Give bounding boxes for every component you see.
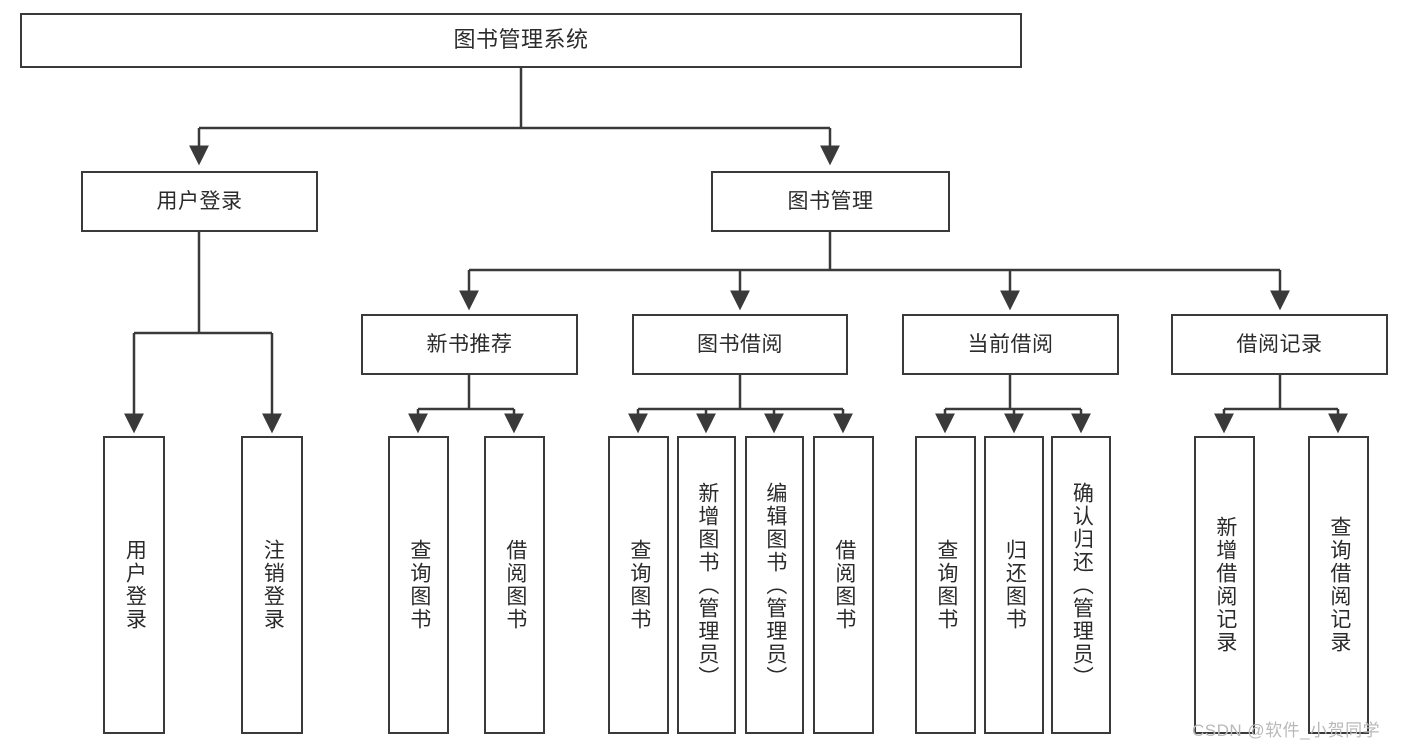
node-label: 图书管理 bbox=[787, 189, 874, 213]
node-label: 编辑图书（管理员） bbox=[763, 481, 787, 689]
node-leaf-borrow-book-1[interactable]: 借阅图书 bbox=[484, 436, 545, 734]
node-leaf-query-book-2[interactable]: 查询图书 bbox=[608, 436, 669, 734]
node-leaf-borrow-book-2[interactable]: 借阅图书 bbox=[813, 436, 874, 734]
node-label: 查询图书 bbox=[407, 539, 431, 631]
node-leaf-add-borrow-record[interactable]: 新增借阅记录 bbox=[1194, 436, 1255, 734]
node-label: 查询图书 bbox=[627, 539, 651, 631]
node-label: 当前借阅 bbox=[967, 332, 1054, 356]
watermark: CSDN @软件_小贺同学 bbox=[1192, 721, 1381, 740]
node-label: 新增借阅记录 bbox=[1213, 516, 1237, 654]
node-label: 图书管理系统 bbox=[453, 27, 589, 53]
node-label: 注销登录 bbox=[261, 539, 285, 631]
node-label: 用户登录 bbox=[156, 189, 243, 213]
node-leaf-user-login[interactable]: 用户登录 bbox=[103, 436, 165, 734]
node-label: 新增图书（管理员） bbox=[695, 481, 719, 689]
node-book-management[interactable]: 图书管理 bbox=[711, 171, 950, 232]
node-leaf-query-book-3[interactable]: 查询图书 bbox=[915, 436, 976, 734]
node-label: 新书推荐 bbox=[426, 332, 513, 356]
node-user-login[interactable]: 用户登录 bbox=[81, 171, 318, 232]
node-label: 借阅图书 bbox=[832, 539, 856, 631]
node-label: 图书借阅 bbox=[697, 332, 783, 356]
node-label: 用户登录 bbox=[123, 539, 147, 631]
node-label: 查询借阅记录 bbox=[1327, 516, 1351, 654]
node-label: 借阅记录 bbox=[1236, 332, 1323, 356]
node-label: 借阅图书 bbox=[503, 539, 527, 631]
node-leaf-edit-book[interactable]: 编辑图书（管理员） bbox=[745, 436, 804, 734]
node-leaf-query-borrow-record[interactable]: 查询借阅记录 bbox=[1308, 436, 1369, 734]
node-label: 归还图书 bbox=[1003, 539, 1027, 631]
node-leaf-return-book[interactable]: 归还图书 bbox=[984, 436, 1044, 734]
node-leaf-query-book-1[interactable]: 查询图书 bbox=[388, 436, 449, 734]
node-leaf-confirm-return[interactable]: 确认归还（管理员） bbox=[1051, 436, 1111, 734]
node-leaf-logout-login[interactable]: 注销登录 bbox=[241, 436, 303, 734]
node-label: 确认归还（管理员） bbox=[1070, 481, 1094, 689]
node-label: 查询图书 bbox=[934, 539, 958, 631]
node-borrow-record[interactable]: 借阅记录 bbox=[1171, 314, 1388, 375]
node-leaf-add-book[interactable]: 新增图书（管理员） bbox=[677, 436, 736, 734]
node-current-borrow[interactable]: 当前借阅 bbox=[902, 314, 1119, 375]
node-book-borrow[interactable]: 图书借阅 bbox=[632, 314, 848, 375]
node-title-system[interactable]: 图书管理系统 bbox=[20, 13, 1022, 68]
node-new-book-recommend[interactable]: 新书推荐 bbox=[361, 314, 578, 375]
